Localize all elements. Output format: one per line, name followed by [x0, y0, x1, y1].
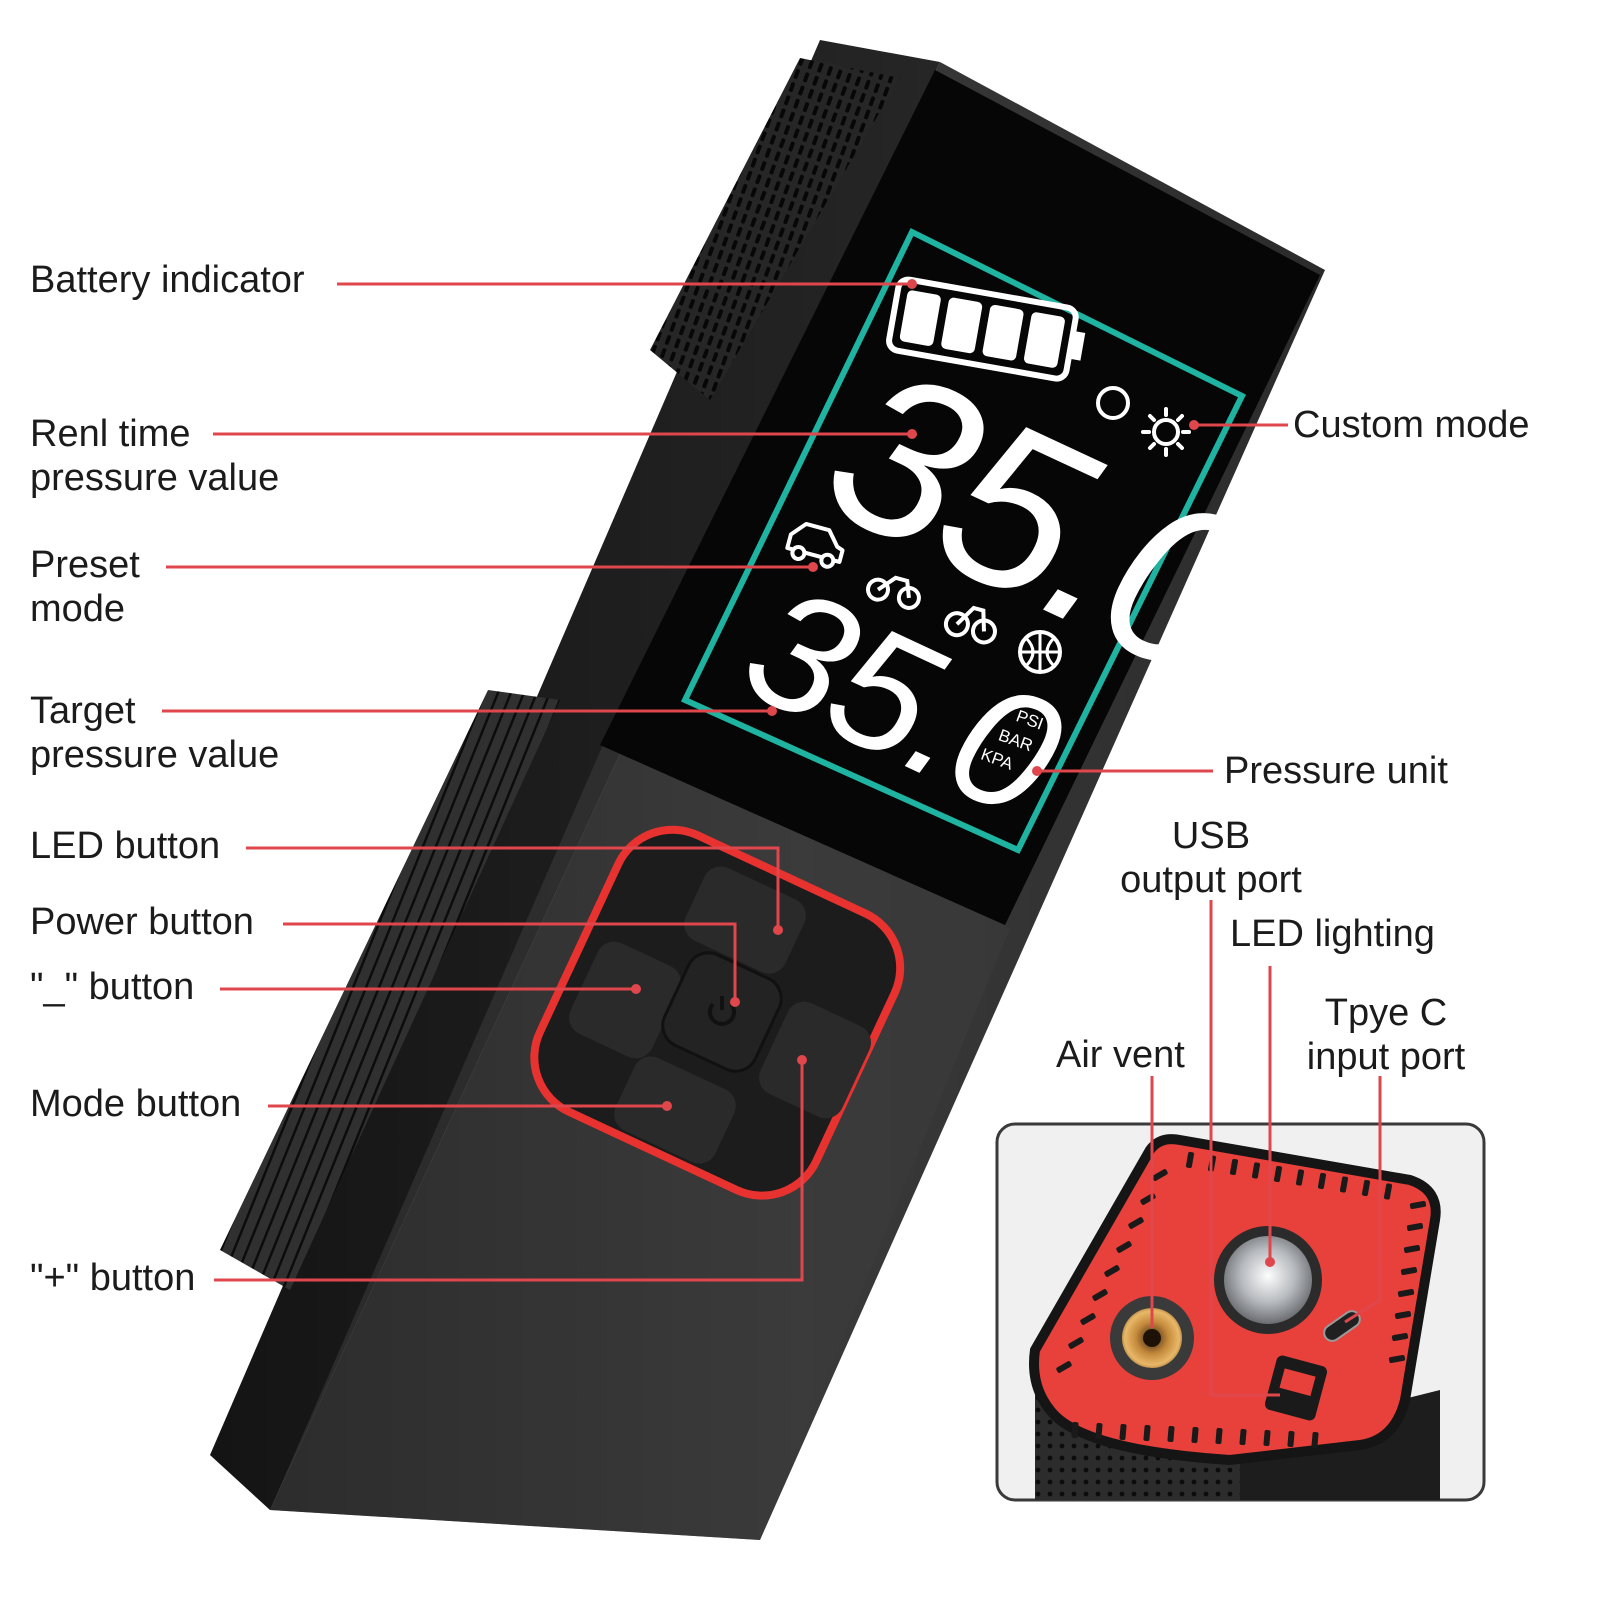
battery-bar — [1023, 312, 1065, 368]
vent-slot — [1383, 1183, 1393, 1200]
vent-slot — [1403, 1244, 1421, 1254]
leader-typec — [1344, 1076, 1382, 1324]
vent-slot — [1092, 1289, 1108, 1301]
label-realtime-line1: Renl time — [30, 413, 191, 455]
vent-slot — [1128, 1217, 1144, 1229]
vent-slot — [1339, 1176, 1349, 1193]
battery-bar — [941, 297, 983, 354]
vent-slot — [1239, 1428, 1247, 1446]
label-minus-button: "_" button — [30, 966, 195, 1008]
label-usb-line2: output port — [1120, 859, 1302, 901]
battery-bar — [982, 304, 1024, 361]
label-plus-button: "+" button — [30, 1257, 196, 1299]
leader-usb-port — [1209, 900, 1280, 1397]
battery-indicator-icon — [886, 276, 1086, 382]
circle-icon — [1096, 386, 1130, 420]
vent-slot — [1104, 1265, 1120, 1277]
label-usb-port: USB output port — [1105, 814, 1317, 902]
device-left-face — [210, 40, 940, 1510]
vent-slot — [1409, 1200, 1427, 1210]
vent-slot — [1152, 1169, 1168, 1181]
label-target-line1: Target — [30, 690, 136, 732]
leader-dots — [631, 279, 1275, 1267]
vent-slot — [1251, 1162, 1261, 1179]
mode-button[interactable] — [608, 1051, 742, 1170]
vent-slot — [1295, 1169, 1305, 1186]
vent-slot — [1068, 1337, 1084, 1349]
leader-plus-button — [214, 1060, 804, 1282]
vent-slot — [1311, 1431, 1319, 1449]
label-led-lighting: LED lighting — [1230, 913, 1435, 955]
label-target-line2: pressure value — [30, 734, 280, 776]
label-preset-line1: Preset — [30, 544, 140, 586]
car-icon — [785, 521, 845, 569]
display-frame — [680, 227, 1247, 854]
port-inset — [995, 1122, 1486, 1502]
leader-led-button — [246, 846, 780, 930]
led-button[interactable] — [678, 861, 812, 980]
display-screen: 35.0 35.0 PSI BAR KPA — [600, 70, 1320, 925]
label-power-button: Power button — [30, 901, 254, 943]
vent-slot — [1361, 1179, 1371, 1197]
usb-port-tongue — [1279, 1368, 1316, 1397]
vent-slot — [1185, 1151, 1195, 1169]
screen-glass — [600, 70, 1320, 925]
vent-slot — [1215, 1427, 1223, 1445]
vent-slot — [1397, 1288, 1415, 1298]
label-usb-line1: USB — [1171, 815, 1251, 857]
vent-slot — [1119, 1423, 1127, 1441]
vent-slot — [1229, 1158, 1239, 1176]
vent-slot — [1056, 1361, 1072, 1373]
top-vent-grille — [650, 58, 900, 400]
vent-slot — [1391, 1332, 1409, 1342]
label-target-pressure: Target pressure value — [30, 689, 279, 777]
motorcycle-icon — [865, 575, 921, 610]
label-custom-mode: Custom mode — [1293, 404, 1530, 446]
label-pressure-unit: Pressure unit — [1224, 750, 1448, 792]
vent-slot — [1400, 1266, 1418, 1276]
bicycle-icon — [943, 605, 997, 645]
vent-slot — [1095, 1422, 1103, 1440]
vent-slot — [1116, 1241, 1132, 1253]
label-typec-line2: input port — [1306, 1036, 1466, 1078]
vent-slot — [1080, 1313, 1096, 1325]
label-battery-indicator: Battery indicator — [30, 259, 305, 301]
sun-icon — [1141, 407, 1191, 457]
battery-bar — [899, 290, 941, 346]
vent-slot — [1388, 1354, 1406, 1364]
label-typec-port: Tpye C input port — [1296, 991, 1476, 1079]
label-preset-mode: Preset mode — [30, 543, 140, 631]
power-button[interactable] — [656, 946, 789, 1079]
keypad — [530, 825, 905, 1200]
vent-slot — [1071, 1421, 1079, 1439]
air-vent-hole — [1143, 1329, 1161, 1347]
vent-slot — [1143, 1424, 1151, 1442]
label-led-button: LED button — [30, 825, 221, 867]
label-preset-line2: mode — [30, 588, 126, 630]
vent-slot — [1317, 1172, 1327, 1190]
vent-slot — [1287, 1430, 1295, 1448]
power-icon — [708, 996, 736, 1026]
leader-lines — [162, 282, 1382, 1397]
label-air-vent: Air vent — [1056, 1034, 1185, 1076]
vent-slot — [1406, 1222, 1424, 1232]
label-realtime-pressure: Renl time pressure value — [30, 412, 279, 500]
label-realtime-line2: pressure value — [30, 457, 280, 499]
label-mode-button: Mode button — [30, 1083, 242, 1125]
label-typec-line1: Tpye C — [1324, 992, 1448, 1034]
vent-slot — [1273, 1165, 1283, 1183]
vent-slot — [1191, 1426, 1199, 1444]
vent-slot — [1263, 1429, 1271, 1447]
leader-power-button — [283, 922, 737, 1002]
led-lens-glass — [1224, 1236, 1312, 1324]
vent-slot — [1394, 1310, 1412, 1320]
vent-slot — [1167, 1425, 1175, 1443]
minus-button[interactable] — [563, 936, 687, 1065]
ball-icon — [1018, 630, 1062, 674]
plus-button[interactable] — [753, 996, 877, 1125]
